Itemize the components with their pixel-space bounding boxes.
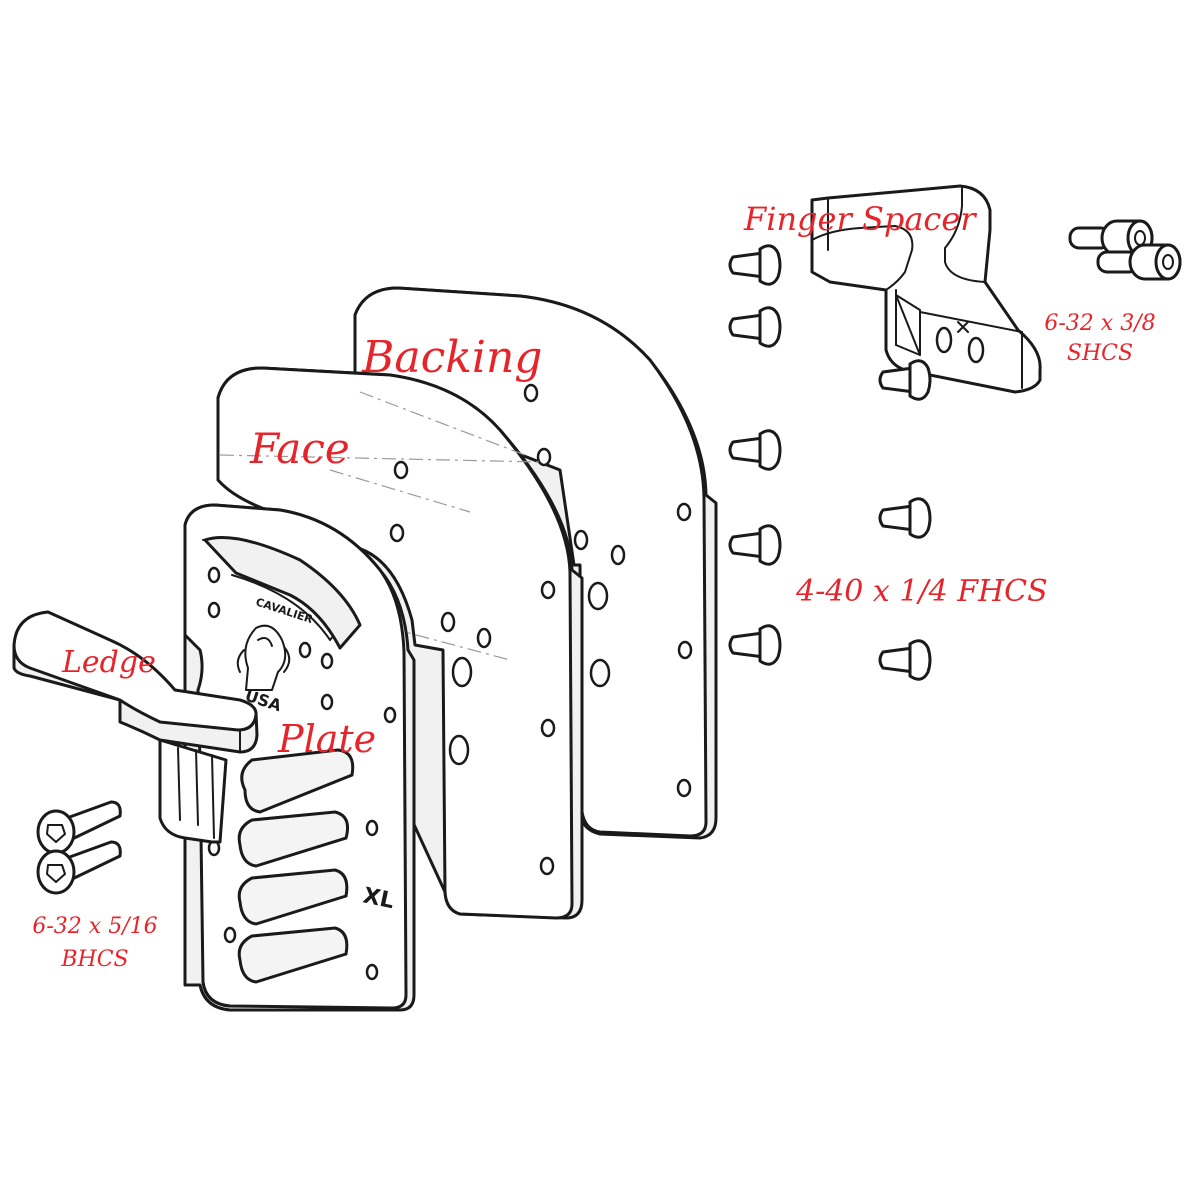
flat-head-screw-icon	[728, 429, 782, 471]
label-backing: Backing	[361, 332, 542, 383]
label-bhcs-size: 6-32 x 5/16	[32, 914, 157, 939]
flat-head-screw-icon	[728, 306, 782, 348]
knight-chess-piece-icon	[236, 624, 291, 691]
label-plate: Plate	[277, 717, 376, 761]
ledge-part	[12, 610, 259, 844]
plate-holes	[207, 566, 397, 981]
button-head-screw-icon-group	[36, 800, 122, 895]
flat-head-screw-icon	[728, 624, 782, 666]
label-face: Face	[249, 424, 350, 473]
label-finger-spacer: Finger Spacer	[743, 200, 977, 238]
flat-head-screw-icon	[728, 244, 782, 286]
label-bhcs-type: BHCS	[60, 947, 128, 972]
flat-head-screw-icon	[878, 639, 932, 681]
part-labels: Finger Spacer Backing Face Ledge Plate 4…	[32, 200, 1155, 972]
finger-spacer-part	[810, 184, 1042, 394]
face-holes	[389, 460, 556, 876]
plate-part: CAVALIER USA XL	[183, 503, 416, 1012]
backing-holes	[523, 383, 693, 798]
label-ledge: Ledge	[61, 645, 156, 680]
label-shcs-size: 6-32 x 3/8	[1044, 311, 1155, 336]
flat-head-screw-icon	[878, 497, 932, 539]
label-shcs-type: SHCS	[1067, 341, 1133, 366]
socket-head-cap-screw-icon-group	[1068, 219, 1182, 281]
flat-head-screw-icon	[728, 524, 782, 566]
label-fhcs: 4-40 x 1/4 FHCS	[795, 574, 1048, 609]
plate-slots	[237, 748, 355, 984]
